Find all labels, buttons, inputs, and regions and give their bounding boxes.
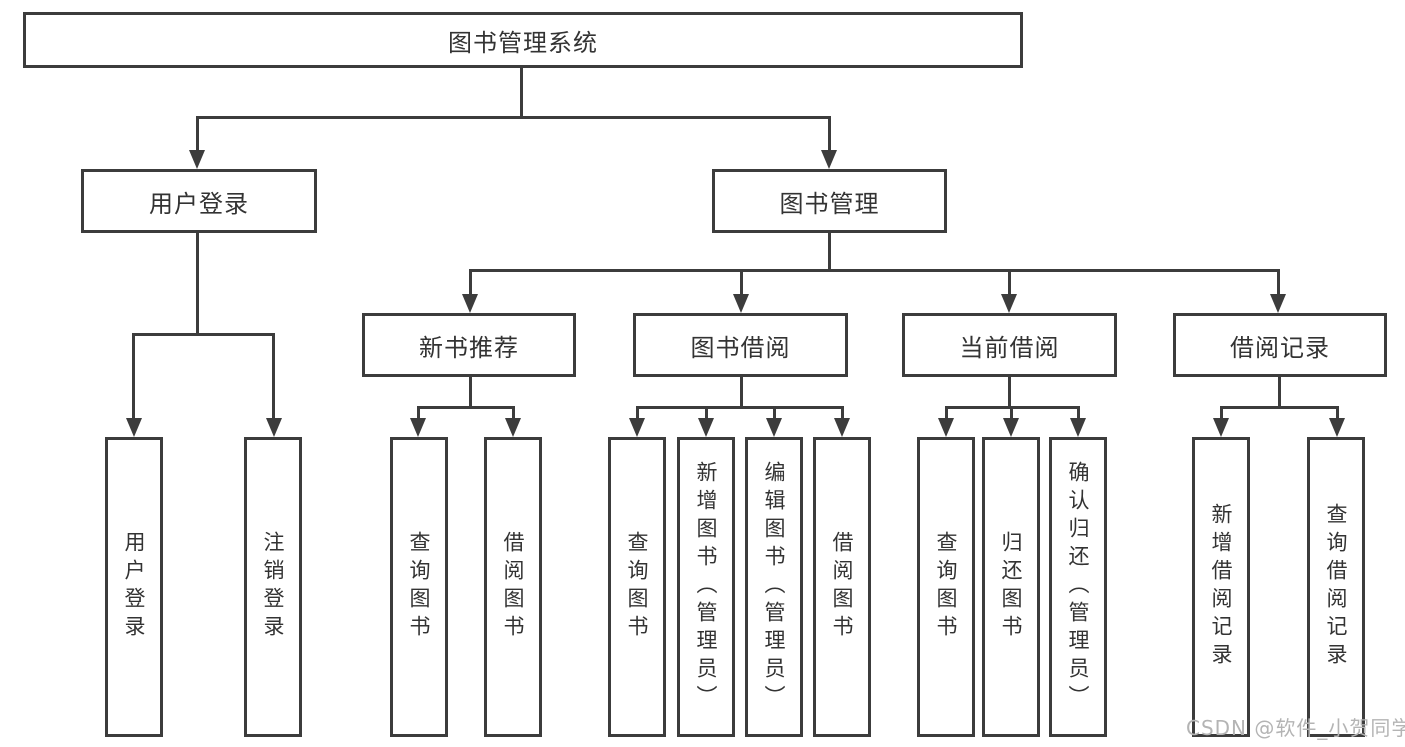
connector-line (469, 375, 472, 408)
node-leaf-query-books-borrow: 查询图书 (608, 437, 666, 737)
node-leaf-confirm-return-admin: 确认归还（管理员） (1049, 437, 1107, 737)
arrow-down-icon (1270, 294, 1286, 313)
connector-line (469, 269, 1280, 272)
node-leaf-borrow-books: 借阅图书 (813, 437, 871, 737)
connector-line (636, 406, 639, 422)
connector-line (417, 406, 513, 409)
connector-line (132, 333, 273, 336)
node-new-book-recommend: 新书推荐 (362, 313, 576, 377)
node-leaf-query-books-recommend: 查询图书 (390, 437, 448, 737)
connector-line (828, 116, 831, 152)
node-user-login: 用户登录 (81, 169, 317, 233)
arrow-down-icon (1070, 418, 1086, 437)
node-root-system: 图书管理系统 (23, 12, 1023, 68)
node-book-management: 图书管理 (712, 169, 947, 233)
connector-line (196, 231, 199, 335)
arrow-down-icon (821, 150, 837, 169)
connector-line (1220, 406, 1337, 409)
arrow-down-icon (698, 418, 714, 437)
connector-line (520, 66, 523, 118)
node-leaf-add-borrow-record: 新增借阅记录 (1192, 437, 1250, 737)
connector-line (636, 406, 842, 409)
node-leaf-query-borrow-record: 查询借阅记录 (1307, 437, 1365, 737)
connector-line (705, 406, 708, 422)
connector-line (1077, 406, 1080, 422)
connector-line (841, 406, 844, 422)
connector-line (132, 333, 135, 419)
arrow-down-icon (1001, 294, 1017, 313)
connector-line (512, 406, 515, 422)
connector-line (1336, 406, 1339, 422)
arrow-down-icon (1329, 418, 1345, 437)
arrow-down-icon (834, 418, 850, 437)
arrow-down-icon (189, 150, 205, 169)
connector-line (197, 116, 831, 119)
node-book-borrow: 图书借阅 (633, 313, 848, 377)
connector-line (1010, 406, 1013, 422)
connector-line (1008, 269, 1011, 296)
arrow-down-icon (629, 418, 645, 437)
connector-line (740, 375, 743, 408)
watermark: CSDN @软件_小贺同学 (1186, 716, 1405, 740)
arrow-down-icon (733, 294, 749, 313)
connector-line (417, 406, 420, 422)
node-leaf-user-login: 用户登录 (105, 437, 163, 737)
arrow-down-icon (1213, 418, 1229, 437)
arrow-down-icon (462, 294, 478, 313)
node-current-borrow: 当前借阅 (902, 313, 1117, 377)
connector-line (1278, 375, 1281, 408)
node-leaf-add-book-admin: 新增图书（管理员） (677, 437, 735, 737)
connector-line (1008, 375, 1011, 408)
node-leaf-borrow-books-recommend: 借阅图书 (484, 437, 542, 737)
arrow-down-icon (126, 418, 142, 437)
node-leaf-query-books-current: 查询图书 (917, 437, 975, 737)
arrow-down-icon (505, 418, 521, 437)
connector-line (272, 333, 275, 419)
arrow-down-icon (266, 418, 282, 437)
connector-line (773, 406, 776, 422)
connector-line (945, 406, 948, 422)
arrow-down-icon (766, 418, 782, 437)
node-borrow-records: 借阅记录 (1173, 313, 1387, 377)
node-leaf-logout: 注销登录 (244, 437, 302, 737)
arrow-down-icon (938, 418, 954, 437)
connector-line (740, 269, 743, 296)
connector-line (828, 231, 831, 271)
arrow-down-icon (410, 418, 426, 437)
connector-line (469, 269, 472, 296)
node-leaf-edit-book-admin: 编辑图书（管理员） (745, 437, 803, 737)
connector-line (1220, 406, 1223, 422)
node-leaf-return-book: 归还图书 (982, 437, 1040, 737)
connector-line (1277, 269, 1280, 296)
connector-line (196, 116, 199, 152)
arrow-down-icon (1003, 418, 1019, 437)
